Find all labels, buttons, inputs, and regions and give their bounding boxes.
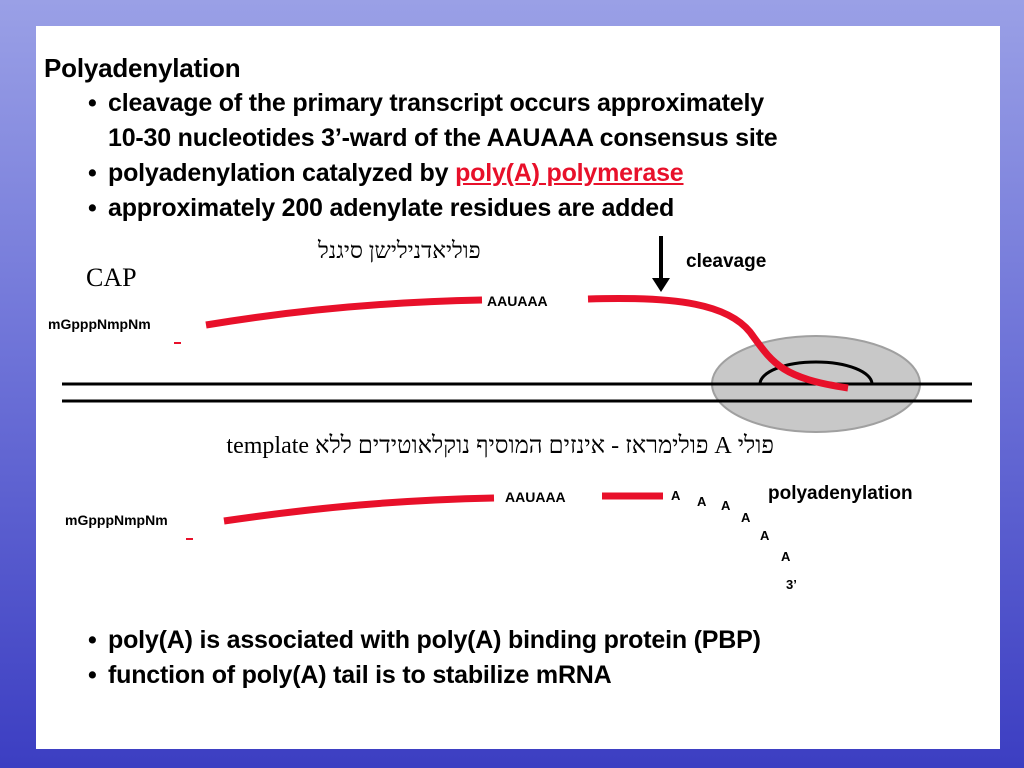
cap-label: CAP xyxy=(86,263,137,292)
bullet-residues: •approximately 200 adenylate residues ar… xyxy=(88,194,675,222)
polyadenylation-label: polyadenylation xyxy=(768,483,913,504)
bullet-pbp: •poly(A) is associated with poly(A) bind… xyxy=(88,626,761,654)
upper-rna-strand-left xyxy=(205,296,483,329)
bullet-cleavage-cont: 10-30 nucleotides 3’-ward of the AAUAAA … xyxy=(108,124,778,152)
lower-five-prime-label: mGpppNmpNm xyxy=(65,512,168,528)
upper-five-prime-label: mGpppNmpNm xyxy=(48,316,151,332)
bullet-catalyzed: •polyadenylation catalyzed by poly(A) po… xyxy=(88,159,684,187)
cleavage-arrow-icon xyxy=(652,236,670,292)
lower-rna-strand-left xyxy=(223,494,495,525)
bottom-bullet-list: •poly(A) is associated with poly(A) bind… xyxy=(88,623,761,693)
enzyme-inner-arc xyxy=(758,360,874,385)
poly-a-tail-letter: A xyxy=(697,494,707,509)
cleavage-label: cleavage xyxy=(686,251,767,272)
bullet-cleavage: •cleavage of the primary transcript occu… xyxy=(88,89,764,117)
three-prime-label: 3’ xyxy=(786,577,797,592)
upper-signal-label: AAUAAA xyxy=(487,293,548,309)
top-bullet-list: •cleavage of the primary transcript occu… xyxy=(88,86,778,226)
poly-a-tail-letter: A xyxy=(721,498,731,513)
upper-rna-strand-right xyxy=(587,294,849,392)
lower-signal-label: AAUAAA xyxy=(505,489,566,505)
bullet-stabilize: •function of poly(A) tail is to stabiliz… xyxy=(88,661,612,689)
poly-a-polymerase-caption: פולי A פולימראז - אינזים המוסיף נוקלאוטי… xyxy=(226,433,774,459)
polyadenylation-signal-hebrew: פוליאדנילישן סיגנל xyxy=(318,238,481,263)
slide-heading: Polyadenylation xyxy=(44,53,241,83)
poly-a-tail-letter: A xyxy=(741,510,751,525)
poly-a-tail-letter: A xyxy=(781,549,791,564)
poly-a-tail-letter: A xyxy=(671,488,681,503)
poly-a-tail-letter: A xyxy=(760,528,770,543)
poly-a-polymerase-link[interactable]: poly(A) polymerase xyxy=(455,159,684,187)
